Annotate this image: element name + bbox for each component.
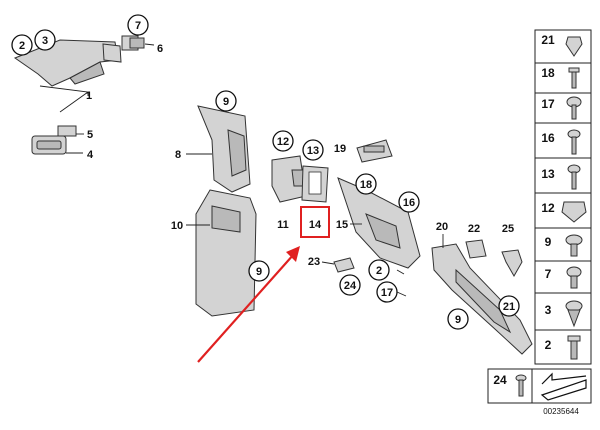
label-4: 4 [87, 149, 94, 161]
part-11-bracket [271, 155, 307, 203]
fastener-row-3: 3 [545, 300, 583, 328]
fastener-row-12: 12 [541, 201, 587, 223]
svg-text:13: 13 [541, 167, 555, 181]
callout-2b: 2 [368, 259, 390, 281]
svg-text:18: 18 [541, 66, 555, 80]
svg-text:17: 17 [541, 97, 555, 111]
label-22: 22 [468, 223, 480, 235]
fastener-row-2: 2 [545, 335, 581, 360]
catalog-number: 00235644 [543, 407, 579, 416]
part-8-upper-pillar [197, 105, 251, 193]
part-14-panel [301, 165, 329, 203]
callout-9b: 9 [248, 260, 270, 282]
label-5: 5 [87, 129, 93, 141]
callout-17-text: 17 [381, 287, 393, 299]
svg-text:2: 2 [545, 338, 552, 352]
callout-24-text: 24 [344, 280, 357, 292]
callout-18: 18 [355, 173, 377, 195]
callout-13: 13 [302, 139, 324, 161]
callout-13-text: 13 [307, 145, 319, 157]
part-4-cover [31, 125, 77, 155]
callout-2a-text: 2 [19, 40, 25, 52]
label-23: 23 [308, 256, 320, 268]
label-6: 6 [157, 43, 163, 55]
callout-9b-text: 9 [256, 266, 262, 278]
callout-3: 3 [34, 29, 56, 51]
callout-12-text: 12 [277, 136, 289, 148]
callout-16-text: 16 [403, 197, 415, 209]
part-10-lower-pillar [195, 189, 257, 317]
callout-24: 24 [339, 274, 361, 296]
label-10: 10 [171, 220, 183, 232]
svg-text:7: 7 [545, 267, 552, 281]
callout-2a: 2 [11, 34, 33, 56]
fastener-row-21: 21 [541, 33, 583, 57]
part-25-clip [501, 249, 523, 278]
callout-9a-text: 9 [223, 96, 229, 108]
part-19-clip [356, 139, 393, 163]
fastener-row-18: 18 [541, 66, 580, 89]
highlight-box-14: 14 [300, 206, 330, 238]
callout-9c-text: 9 [455, 314, 461, 326]
label-11: 11 [277, 219, 289, 231]
fastener-row-17: 17 [541, 96, 582, 120]
callout-16: 16 [398, 191, 420, 213]
fastener-row-7: 7 [545, 266, 582, 289]
arrow-symbol-icon [540, 379, 587, 401]
label-8: 8 [175, 149, 181, 161]
label-20: 20 [436, 221, 448, 233]
label-14: 14 [309, 219, 322, 231]
callout-12: 12 [272, 130, 294, 152]
fastener-row-13: 13 [541, 164, 581, 190]
svg-text:12: 12 [541, 201, 555, 215]
callout-19-text: 19 [334, 143, 346, 155]
callout-9a: 9 [215, 90, 237, 112]
label-1: 1 [86, 90, 92, 102]
svg-text:3: 3 [545, 303, 552, 317]
red-arrow [197, 246, 300, 363]
part-20-long-trim [431, 243, 533, 355]
part-7-clip [121, 35, 155, 51]
callout-7-text: 7 [135, 20, 141, 32]
callout-9c: 9 [447, 308, 469, 330]
callout-21: 21 [498, 295, 520, 317]
bottom-ref-box: 24 [487, 368, 592, 404]
part-1-trim [13, 39, 122, 87]
label-15: 15 [336, 219, 348, 231]
label-25: 25 [502, 223, 514, 235]
callout-18-text: 18 [360, 179, 372, 191]
fastener-row-9: 9 [545, 234, 583, 257]
bottom-ref-label: 24 [493, 373, 507, 387]
callout-17: 17 [376, 281, 398, 303]
part-15-pillar-trim [337, 177, 421, 269]
fastener-table [534, 29, 592, 365]
callout-21-text: 21 [503, 301, 515, 313]
svg-text:21: 21 [541, 33, 555, 47]
svg-text:9: 9 [545, 235, 552, 249]
part-23-clip [333, 257, 355, 273]
callout-3-text: 3 [42, 35, 48, 47]
part-22-clip [465, 239, 487, 259]
callout-7: 7 [127, 14, 149, 36]
fastener-row-16: 16 [541, 129, 581, 155]
svg-text:16: 16 [541, 131, 555, 145]
callout-2b-text: 2 [376, 265, 382, 277]
